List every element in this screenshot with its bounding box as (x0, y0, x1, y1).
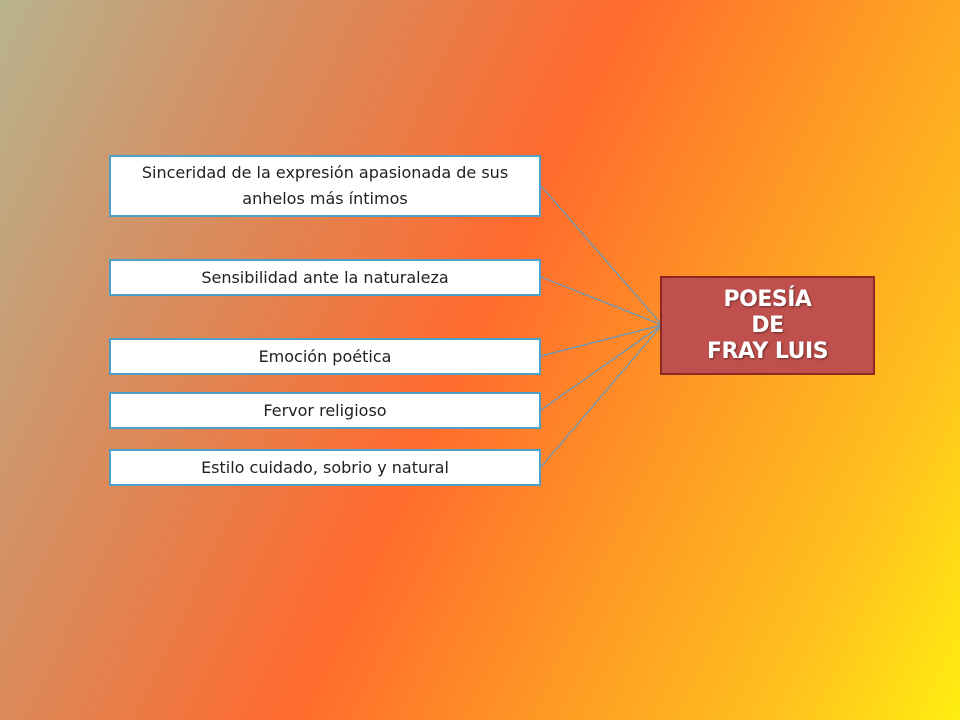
item-box-fervor: Fervor religioso (109, 392, 541, 429)
center-title-box: POESÍA DE FRAY LUIS (660, 276, 875, 375)
center-title-line: DE (751, 312, 784, 338)
item-box-emocion: Emoción poética (109, 338, 541, 375)
connector-line (540, 324, 663, 411)
center-title-line: POESÍA (723, 286, 812, 312)
connector-line (540, 324, 663, 357)
item-text: Emoción poética (258, 346, 392, 366)
item-text: Sinceridad de la expresión apasionada de… (141, 163, 509, 208)
item-text: Estilo cuidado, sobrio y natural (201, 457, 449, 477)
center-title-line: FRAY LUIS (706, 338, 829, 364)
connector-line (540, 185, 663, 326)
item-text: Fervor religioso (263, 400, 387, 420)
connector-line (540, 324, 663, 468)
item-box-sensibilidad: Sensibilidad ante la naturaleza (109, 259, 541, 296)
connector-line (540, 276, 663, 326)
item-box-sinceridad: Sinceridad de la expresión apasionada de… (109, 155, 541, 217)
item-text: Sensibilidad ante la naturaleza (201, 267, 449, 287)
item-box-estilo: Estilo cuidado, sobrio y natural (109, 449, 541, 486)
